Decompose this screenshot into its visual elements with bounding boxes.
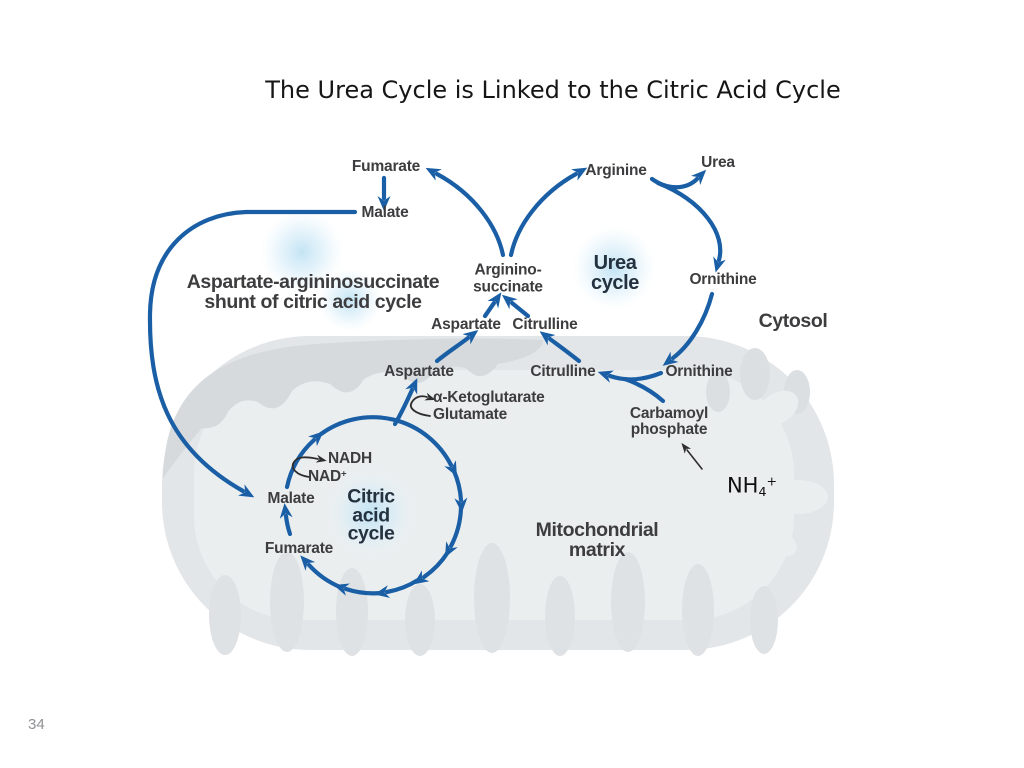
arrow-citrulline-out-of-mitochondrion — [539, 331, 582, 364]
arrow-argininosuccinate-to-fumarate — [425, 167, 506, 258]
arrow-ornithine-into-mitochondrion — [662, 291, 715, 366]
arrow-citrulline-to-argininosuccinate — [501, 294, 531, 319]
label-citric-acid-cycle: Citric acid cycle — [347, 485, 395, 545]
label-glutamate: Glutamate — [433, 405, 507, 423]
cristae-fingers-bottom — [209, 543, 778, 656]
arrow-malate-shunt-into-mitochondrion — [147, 209, 358, 498]
label-citrulline-cytosol: Citrulline — [512, 315, 578, 333]
label-malate-mito: Malate — [267, 489, 315, 507]
arrow-fumarate-to-malate-mito — [279, 503, 293, 537]
label-malate-top: Malate — [361, 203, 409, 221]
label-urea-cycle: Urea cycle — [590, 252, 640, 294]
label-fumarate-top: Fumarate — [351, 157, 421, 175]
label-argininosuccinate: Arginino- succinate — [473, 261, 543, 295]
label-ornithine-cytosol: Ornithine — [689, 270, 757, 288]
nh4-base: NH — [726, 473, 759, 498]
label-nadh: NADH — [328, 449, 372, 467]
citric-acid-cycle-ring — [279, 415, 468, 599]
nad-superscript: + — [340, 468, 347, 480]
label-glows — [260, 210, 656, 558]
arrow-arginine-to-urea — [649, 169, 707, 190]
label-cytosol: Cytosol — [758, 310, 828, 332]
cristae-band — [163, 338, 543, 478]
nh4-superscript: + — [766, 473, 778, 489]
mitochondrion-matrix-area — [194, 370, 794, 620]
label-alpha-ketoglutarate: α-Ketoglutarate — [433, 388, 545, 406]
arrow-ornithine-to-citrulline — [597, 370, 664, 383]
label-fumarate-mito: Fumarate — [264, 539, 334, 557]
arrow-arginine-to-ornithine — [655, 180, 726, 273]
label-shunt: Aspartate-argininosuccinate shunt of cit… — [186, 271, 440, 313]
arrow-nad-to-nadh — [291, 454, 327, 478]
nh4-subscript: 4 — [758, 483, 767, 499]
label-nad-plus: NAD+ — [308, 466, 347, 486]
arrow-aspartate-to-argininosuccinate — [482, 292, 502, 319]
arrow-nh4-to-carbamoyl — [681, 442, 703, 470]
matrix-fingers-right — [722, 390, 828, 595]
label-citrulline-mito: Citrulline — [530, 362, 596, 380]
label-arginine: Arginine — [585, 161, 647, 179]
page-number: 34 — [28, 716, 45, 733]
slide-title: The Urea Cycle is Linked to the Citric A… — [265, 76, 841, 104]
arrow-argininosuccinate-to-arginine — [508, 167, 588, 258]
label-nh4: NH4+ — [727, 474, 777, 501]
label-mitochondrial-matrix: Mitochondrial matrix — [535, 519, 659, 561]
label-aspartate-mito: Aspartate — [384, 362, 454, 380]
label-urea: Urea — [701, 153, 735, 171]
label-carbamoyl-phosphate: Carbamoyl phosphate — [629, 405, 709, 438]
arrow-carbamoyl-branch — [622, 376, 666, 404]
label-ornithine-mito: Ornithine — [665, 362, 733, 380]
mitochondrion — [162, 336, 834, 656]
label-aspartate-cytosol: Aspartate — [431, 315, 501, 333]
nad-base: NAD — [308, 468, 341, 486]
arrow-glutamate-to-ketoglutarate — [410, 392, 436, 417]
arrow-aspartate-out-of-mitochondrion — [434, 330, 479, 364]
